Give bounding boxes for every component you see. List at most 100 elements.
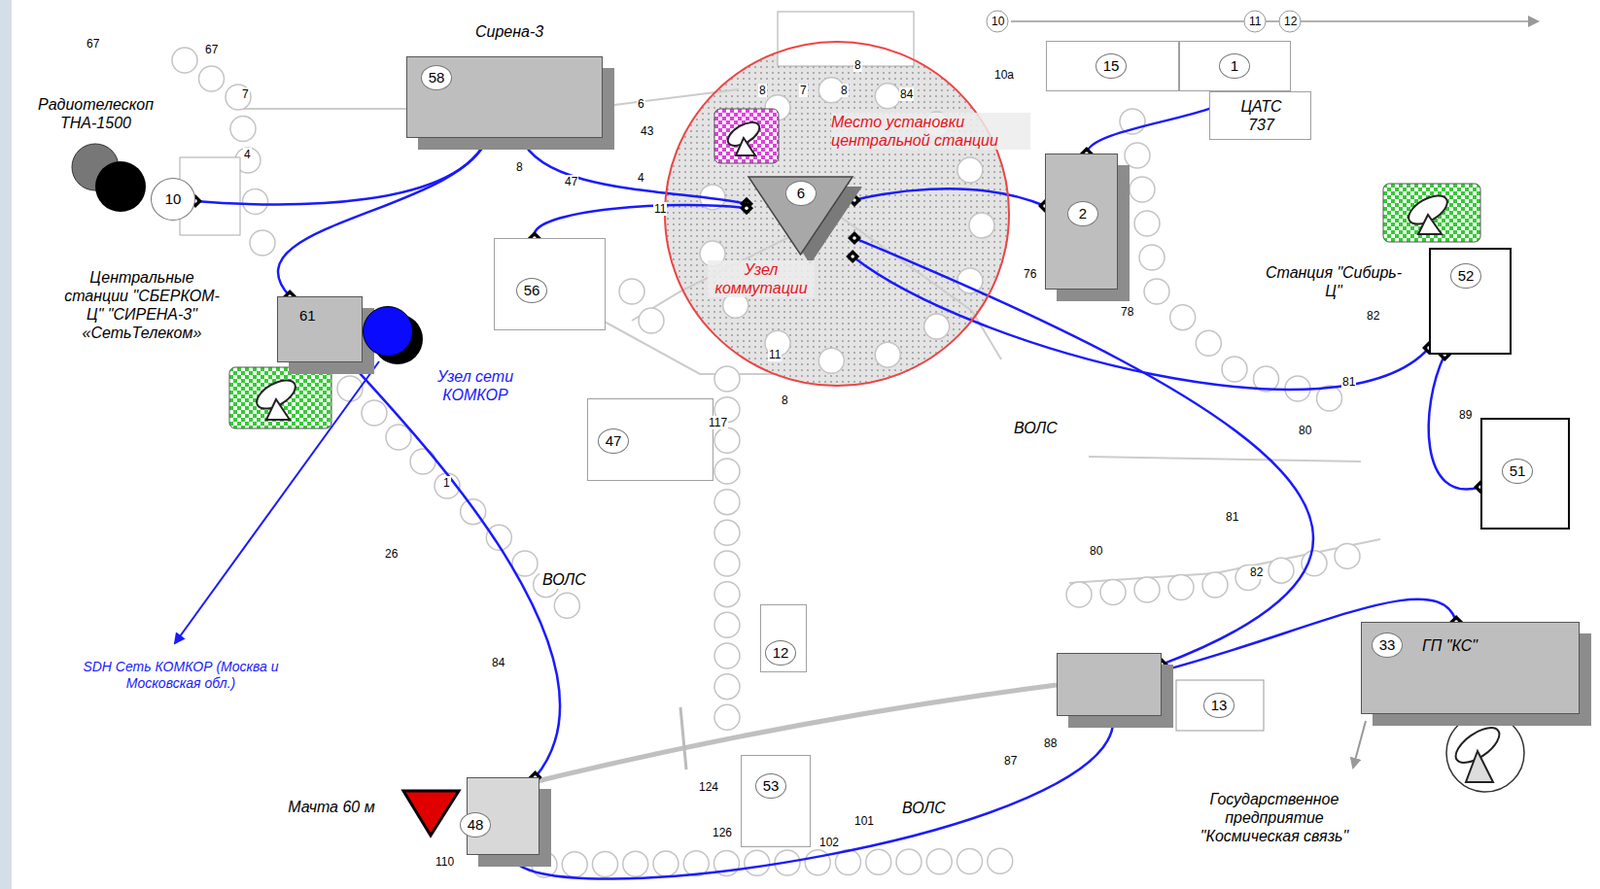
exit-arrow <box>1353 721 1366 768</box>
site-number: 10 <box>990 14 1006 29</box>
tree-circle <box>385 424 412 451</box>
network-label: SDH Сеть КОМКОР (Москва и Московская обл… <box>48 659 314 693</box>
line-label: ВОЛС <box>539 571 590 590</box>
tree-circle <box>714 612 740 638</box>
tree-row <box>172 47 1360 878</box>
tree-circle <box>653 851 679 877</box>
site-number: 84 <box>899 87 914 102</box>
tree-circle <box>866 849 892 875</box>
node-label: ГП "КС" <box>1422 636 1478 656</box>
fiber-link <box>1428 354 1481 490</box>
tree-circle <box>714 643 740 669</box>
callout-number: 12 <box>765 640 797 666</box>
callout-number: 58 <box>420 65 453 91</box>
tree-circle <box>410 449 436 475</box>
tree-circle <box>896 849 922 875</box>
callout-number: 33 <box>1371 632 1403 659</box>
tree-circle <box>714 366 740 392</box>
node-label: ЦАТС 737 <box>1229 97 1293 135</box>
komkor-node: Узел сети КОМКОР <box>362 306 414 357</box>
site-number: 82 <box>1365 309 1381 323</box>
tree-circle <box>1195 330 1221 356</box>
site-number: 80 <box>1088 544 1104 558</box>
site-number: 78 <box>1119 305 1135 319</box>
station-building: Сирена-358 <box>406 56 603 139</box>
site-number: 117 <box>707 416 729 430</box>
icon-frame <box>229 367 332 429</box>
site-number: 7 <box>799 83 808 98</box>
site-number: 102 <box>818 835 840 850</box>
fiber-link <box>533 205 747 239</box>
tree-circle <box>1134 210 1160 237</box>
well-circle <box>1244 10 1266 33</box>
line-label: ВОЛС <box>1010 419 1061 438</box>
site-number: 8 <box>515 160 524 174</box>
connector-port <box>847 231 862 245</box>
callout-number: 47 <box>597 428 629 454</box>
well-circle <box>986 10 1009 33</box>
fiber-link <box>854 188 1045 207</box>
dish-ring <box>1446 714 1525 793</box>
fiber-link <box>854 238 1314 665</box>
icon-frame <box>1383 183 1481 243</box>
building: 53 <box>740 755 811 848</box>
site-number: 110 <box>434 855 455 870</box>
tree-circle <box>714 551 740 577</box>
satellite-icon <box>1383 183 1481 243</box>
site-number: 8 <box>839 83 849 98</box>
road <box>602 320 778 375</box>
node-label: Узел коммутации <box>707 260 815 298</box>
site-number: 67 <box>85 36 101 51</box>
site-number: 8 <box>853 58 863 72</box>
callout-number: 52 <box>1450 263 1482 289</box>
tree-circle <box>1202 572 1228 598</box>
tree-circle <box>1268 557 1294 584</box>
tree-circle <box>714 674 740 700</box>
tree-circle <box>987 848 1013 874</box>
triangle-body <box>748 176 853 255</box>
installation-zone: Место установки центральной станции6Узел… <box>663 40 1010 387</box>
fiber-link <box>521 138 747 205</box>
tree-circle <box>230 116 256 142</box>
site-number: 81 <box>1224 510 1240 524</box>
building: 47 <box>587 398 714 482</box>
callout-number: 51 <box>1501 458 1533 485</box>
line-label: ВОЛС <box>899 800 949 818</box>
site-number: 11 <box>1248 14 1262 29</box>
mast-building: 48Мачта 60 м <box>466 777 540 856</box>
tree-circle <box>969 212 995 239</box>
tree-circle <box>957 849 983 875</box>
fiber-link <box>511 716 1114 880</box>
tree-circle <box>1066 582 1092 608</box>
site-number: 84 <box>490 656 506 670</box>
building: 12 <box>760 604 807 673</box>
site-number: 81 <box>1341 375 1357 389</box>
site-number: 76 <box>1022 267 1038 281</box>
connector-port-dot <box>850 254 855 259</box>
tree-circle <box>874 342 901 368</box>
site-number: 80 <box>1297 423 1313 438</box>
satellite-icon <box>229 367 332 429</box>
dish-stand <box>266 399 290 420</box>
dish-stand <box>735 138 756 156</box>
fiber-link <box>278 138 488 297</box>
tree-circle <box>619 278 645 305</box>
telescope-node: Радиотелескоп ТНА-150010 <box>150 177 196 221</box>
connector-port <box>845 249 860 264</box>
tree-circle <box>1124 142 1150 169</box>
tree-circle <box>199 66 225 92</box>
site-number: 47 <box>563 174 579 189</box>
site-number: 11 <box>767 347 782 362</box>
building: 15 <box>1045 40 1180 92</box>
connector-port-dot <box>852 236 857 241</box>
node-label: Радиотелескоп ТНА-1500 <box>10 95 181 133</box>
node-label: Станция "Сибирь-Ц" <box>1260 263 1407 301</box>
callout-number: 48 <box>459 812 491 838</box>
tree-circle <box>638 308 664 334</box>
fiber-link <box>195 138 487 205</box>
site-number: 101 <box>853 814 875 829</box>
space-comm-building: 33ГП "КС"Государственное предприятие "Ко… <box>1360 622 1580 715</box>
tree-circle <box>1134 577 1160 603</box>
tree-circle <box>714 582 740 608</box>
tree-circle <box>1334 543 1360 569</box>
